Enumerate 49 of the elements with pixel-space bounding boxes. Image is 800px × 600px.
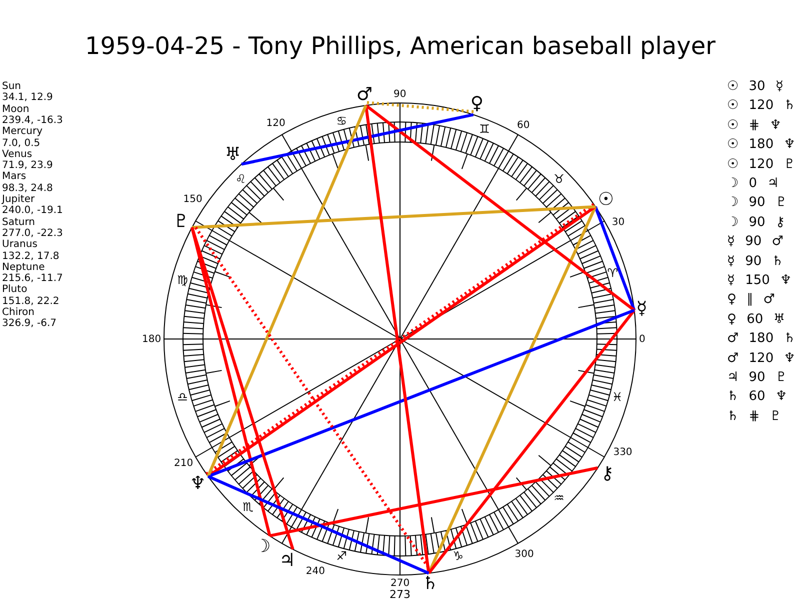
planet-coordinates: 277.0, -22.3 [2,228,63,239]
aspect-entry: ☉ 180 ♆ [727,138,796,152]
planet-coordinates: 215.6, -11.7 [2,273,63,284]
planet-coordinates: 240.0, -19.1 [2,205,63,216]
planet-name: Uranus [2,239,38,250]
aspect-entry: ♄ ⋕ ♇ [727,410,782,424]
chart-title: 1959-04-25 - Tony Phillips, American baseball player [85,33,716,60]
aspect-entry: ☿ 90 ♄ [727,254,784,269]
aspect-entry: ♃ 90 ♇ [727,371,788,386]
degree-label: 90 [394,89,406,100]
aspect-entry: ♀ 60 ♅ [727,312,785,328]
aspect-entry: ☽ 90 ⚷ [727,216,785,230]
aspect-entry: ☉ ⋕ ♆ [727,118,782,134]
aspect-entry: ☽ 90 ♇ [727,196,788,211]
planet-coordinates: 71.9, 23.9 [2,160,53,172]
planet-glyph: ♄ [422,575,438,594]
planet-glyph: ♂ [356,86,372,104]
aspect-entry: ☉ 30 ☿ [727,80,784,94]
planet-coordinates: 326.9, -6.7 [2,318,56,330]
planet-name: Saturn [2,216,36,228]
degree-label: 273 [390,589,410,600]
aspect-entry: ☿ 90 ♂ [727,235,784,250]
planet-coordinates: 151.8, 22.2 [2,296,60,307]
aspect-entry: ♄ 60 ♆ [727,390,788,405]
planet-coordinates: 34.1, 12.9 [2,92,53,104]
degree-label: 0 [639,334,646,344]
planet-coordinates: 7.0, 0.5 [2,138,40,148]
planet-coordinates: 239.4, -16.3 [2,114,63,126]
aspect-entry: ☿ 150 ♆ [727,274,792,288]
planet-name: Mars [2,171,26,182]
degree-label: 180 [142,334,162,344]
planet-name: Mercury [2,126,43,138]
planet-name: Sun [2,81,22,92]
planet-name: Moon [2,104,30,115]
planet-name: Jupiter [2,194,35,205]
planet-coordinates: 132.2, 17.8 [2,250,60,262]
planet-name: Neptune [2,262,45,273]
planet-glyph: ☿ [636,300,648,318]
aspect-entry: ♂ 180 ♄ [727,332,796,346]
aspect-entry: ☉ 120 ♇ [727,158,796,172]
degree-label: 270 [390,578,410,589]
planet-coordinates: 98.3, 24.8 [2,182,53,194]
aspect-entry: ♂ 120 ♆ [727,352,796,366]
aspect-entry: ☉ 120 ♄ [727,99,796,114]
planet-name: Venus [2,148,32,160]
planet-name: Chiron [2,307,34,318]
planet-name: Pluto [2,284,28,296]
aspect-entry: ☽ 0 ♃ [727,177,779,192]
aspect-entry: ♀ ∥ ♂ [727,293,775,308]
